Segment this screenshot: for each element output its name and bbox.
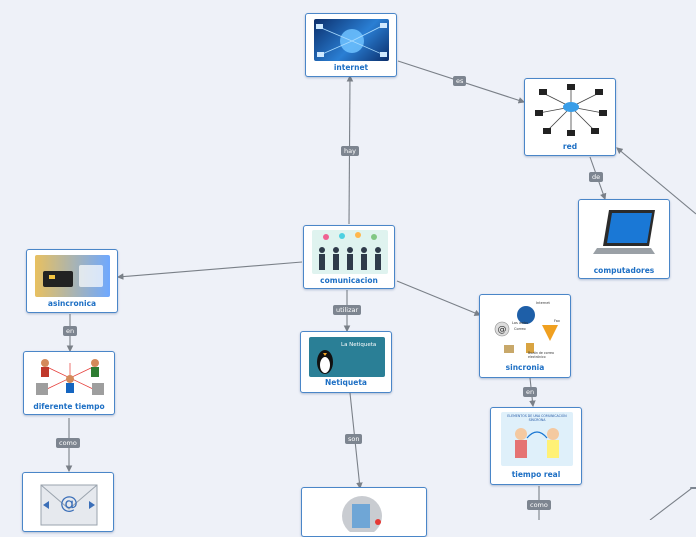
edge-comunicacion-sincronia [396,280,482,316]
node-label: sincronia [505,363,545,372]
node-label: red [562,142,578,151]
edge-label-offscreen[interactable] [690,487,696,489]
node-email[interactable]: @ [22,472,114,532]
penguin-icon [317,350,333,374]
node-label: comunicacion [320,276,378,285]
edge-red-offscreen [616,147,696,215]
node-label: diferente tiempo [33,402,105,411]
node-label: computadores [593,266,655,275]
computers-people-image [33,355,107,401]
netiqueta-banner-image: La Netiqueta [309,337,385,377]
edge-label-en[interactable]: en [63,326,78,336]
edge-label-utilizar[interactable]: utilizar [333,305,362,315]
netiqueta-banner-text: La Netiqueta [341,342,377,348]
node-label: internet [333,63,369,72]
document-icon [342,496,382,532]
node-tiempo-real[interactable]: ELEMENTOS DE UNA COMUNICACIÓN SÍNCRONA t… [490,407,582,485]
people-icon [319,232,381,270]
node-normas[interactable] [301,487,427,537]
email-image: @ [39,479,99,527]
edge-label-son[interactable]: son [345,434,363,444]
node-netiqueta[interactable]: La Netiqueta Netiqueta [300,331,392,393]
edge-label-hay[interactable]: hay [341,146,359,156]
connector-layer [65,60,696,520]
node-label: Netiqueta [325,378,367,387]
laptop-image [591,208,659,260]
globe-icon [316,23,387,57]
edge-label-es[interactable]: es [453,76,467,86]
edge-label-como[interactable]: como [56,438,80,448]
sincronia-image: @ Internet Fax Los webs Correo Buzón de … [488,299,564,361]
normas-image [338,492,388,532]
node-red[interactable]: red [524,78,616,156]
node-sincronia[interactable]: @ Internet Fax Los webs Correo Buzón de … [479,294,571,378]
edge-label-en[interactable]: en [523,387,538,397]
sincronia-text-buzon: Buzón de correo electrónico [528,351,554,359]
node-label: asincronica [47,299,97,308]
asincronica-image [35,255,110,297]
people-communicating-image [312,230,388,274]
users-computers-icon [36,359,104,395]
node-computadores[interactable]: computadores [578,199,670,279]
sincronia-text-correo: Correo [514,327,526,331]
svg-text:@: @ [498,325,507,335]
laptop-icon [593,210,655,254]
edge-offscreen-right [649,487,693,520]
sincronia-diagram-icon: @ [494,306,558,353]
node-label: tiempo real [511,470,561,479]
edge-label-de[interactable]: de [589,172,604,182]
tiempo-real-image: ELEMENTOS DE UNA COMUNICACIÓN SÍNCRONA [501,412,573,466]
internet-network-image [314,19,389,61]
edge-label-como[interactable]: como [527,500,551,510]
node-diferente-tiempo[interactable]: diferente tiempo [23,351,115,415]
children-talking-icon [515,428,559,458]
sincronia-text-fax: Fax [554,319,560,323]
sincronia-text-internet: Internet [536,301,550,305]
edge-comunicacion-asincronica [116,261,303,280]
node-comunicacion[interactable]: comunicacion [303,225,395,289]
tiempo-real-caption: ELEMENTOS DE UNA COMUNICACIÓN SÍNCRONA [507,414,567,422]
card-device-icon [43,265,103,287]
svg-text:@: @ [60,493,78,514]
network-topology-image [533,83,608,139]
email-envelope-icon: @ [40,484,98,526]
sincronia-text-webs: Los webs [512,321,529,325]
network-hub-icon [535,84,607,136]
node-internet[interactable]: internet [305,13,397,77]
node-asincronica[interactable]: asincronica [26,249,118,313]
